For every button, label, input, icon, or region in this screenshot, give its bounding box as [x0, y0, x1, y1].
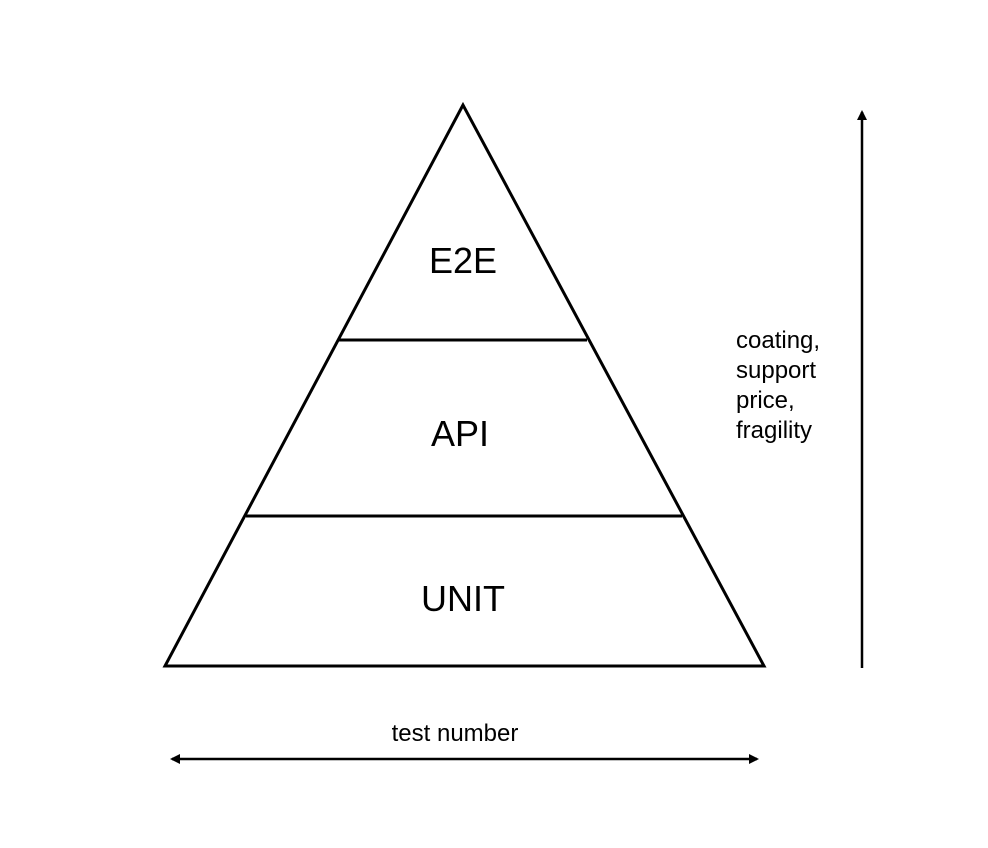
pyramid-outline: [162, 101, 767, 668]
vertical-axis-label-line-3: price,: [736, 387, 795, 414]
layer-label-e2e: E2E: [429, 240, 497, 281]
horizontal-axis-label: test number: [392, 720, 519, 747]
layer-label-unit: UNIT: [421, 578, 505, 619]
vertical-axis-label-line-4: fragility: [736, 417, 812, 444]
vertical-axis-label-line-2: support: [736, 357, 816, 384]
layer-label-api: API: [431, 413, 489, 454]
vertical-axis-label-line-1: coating,: [736, 327, 820, 354]
